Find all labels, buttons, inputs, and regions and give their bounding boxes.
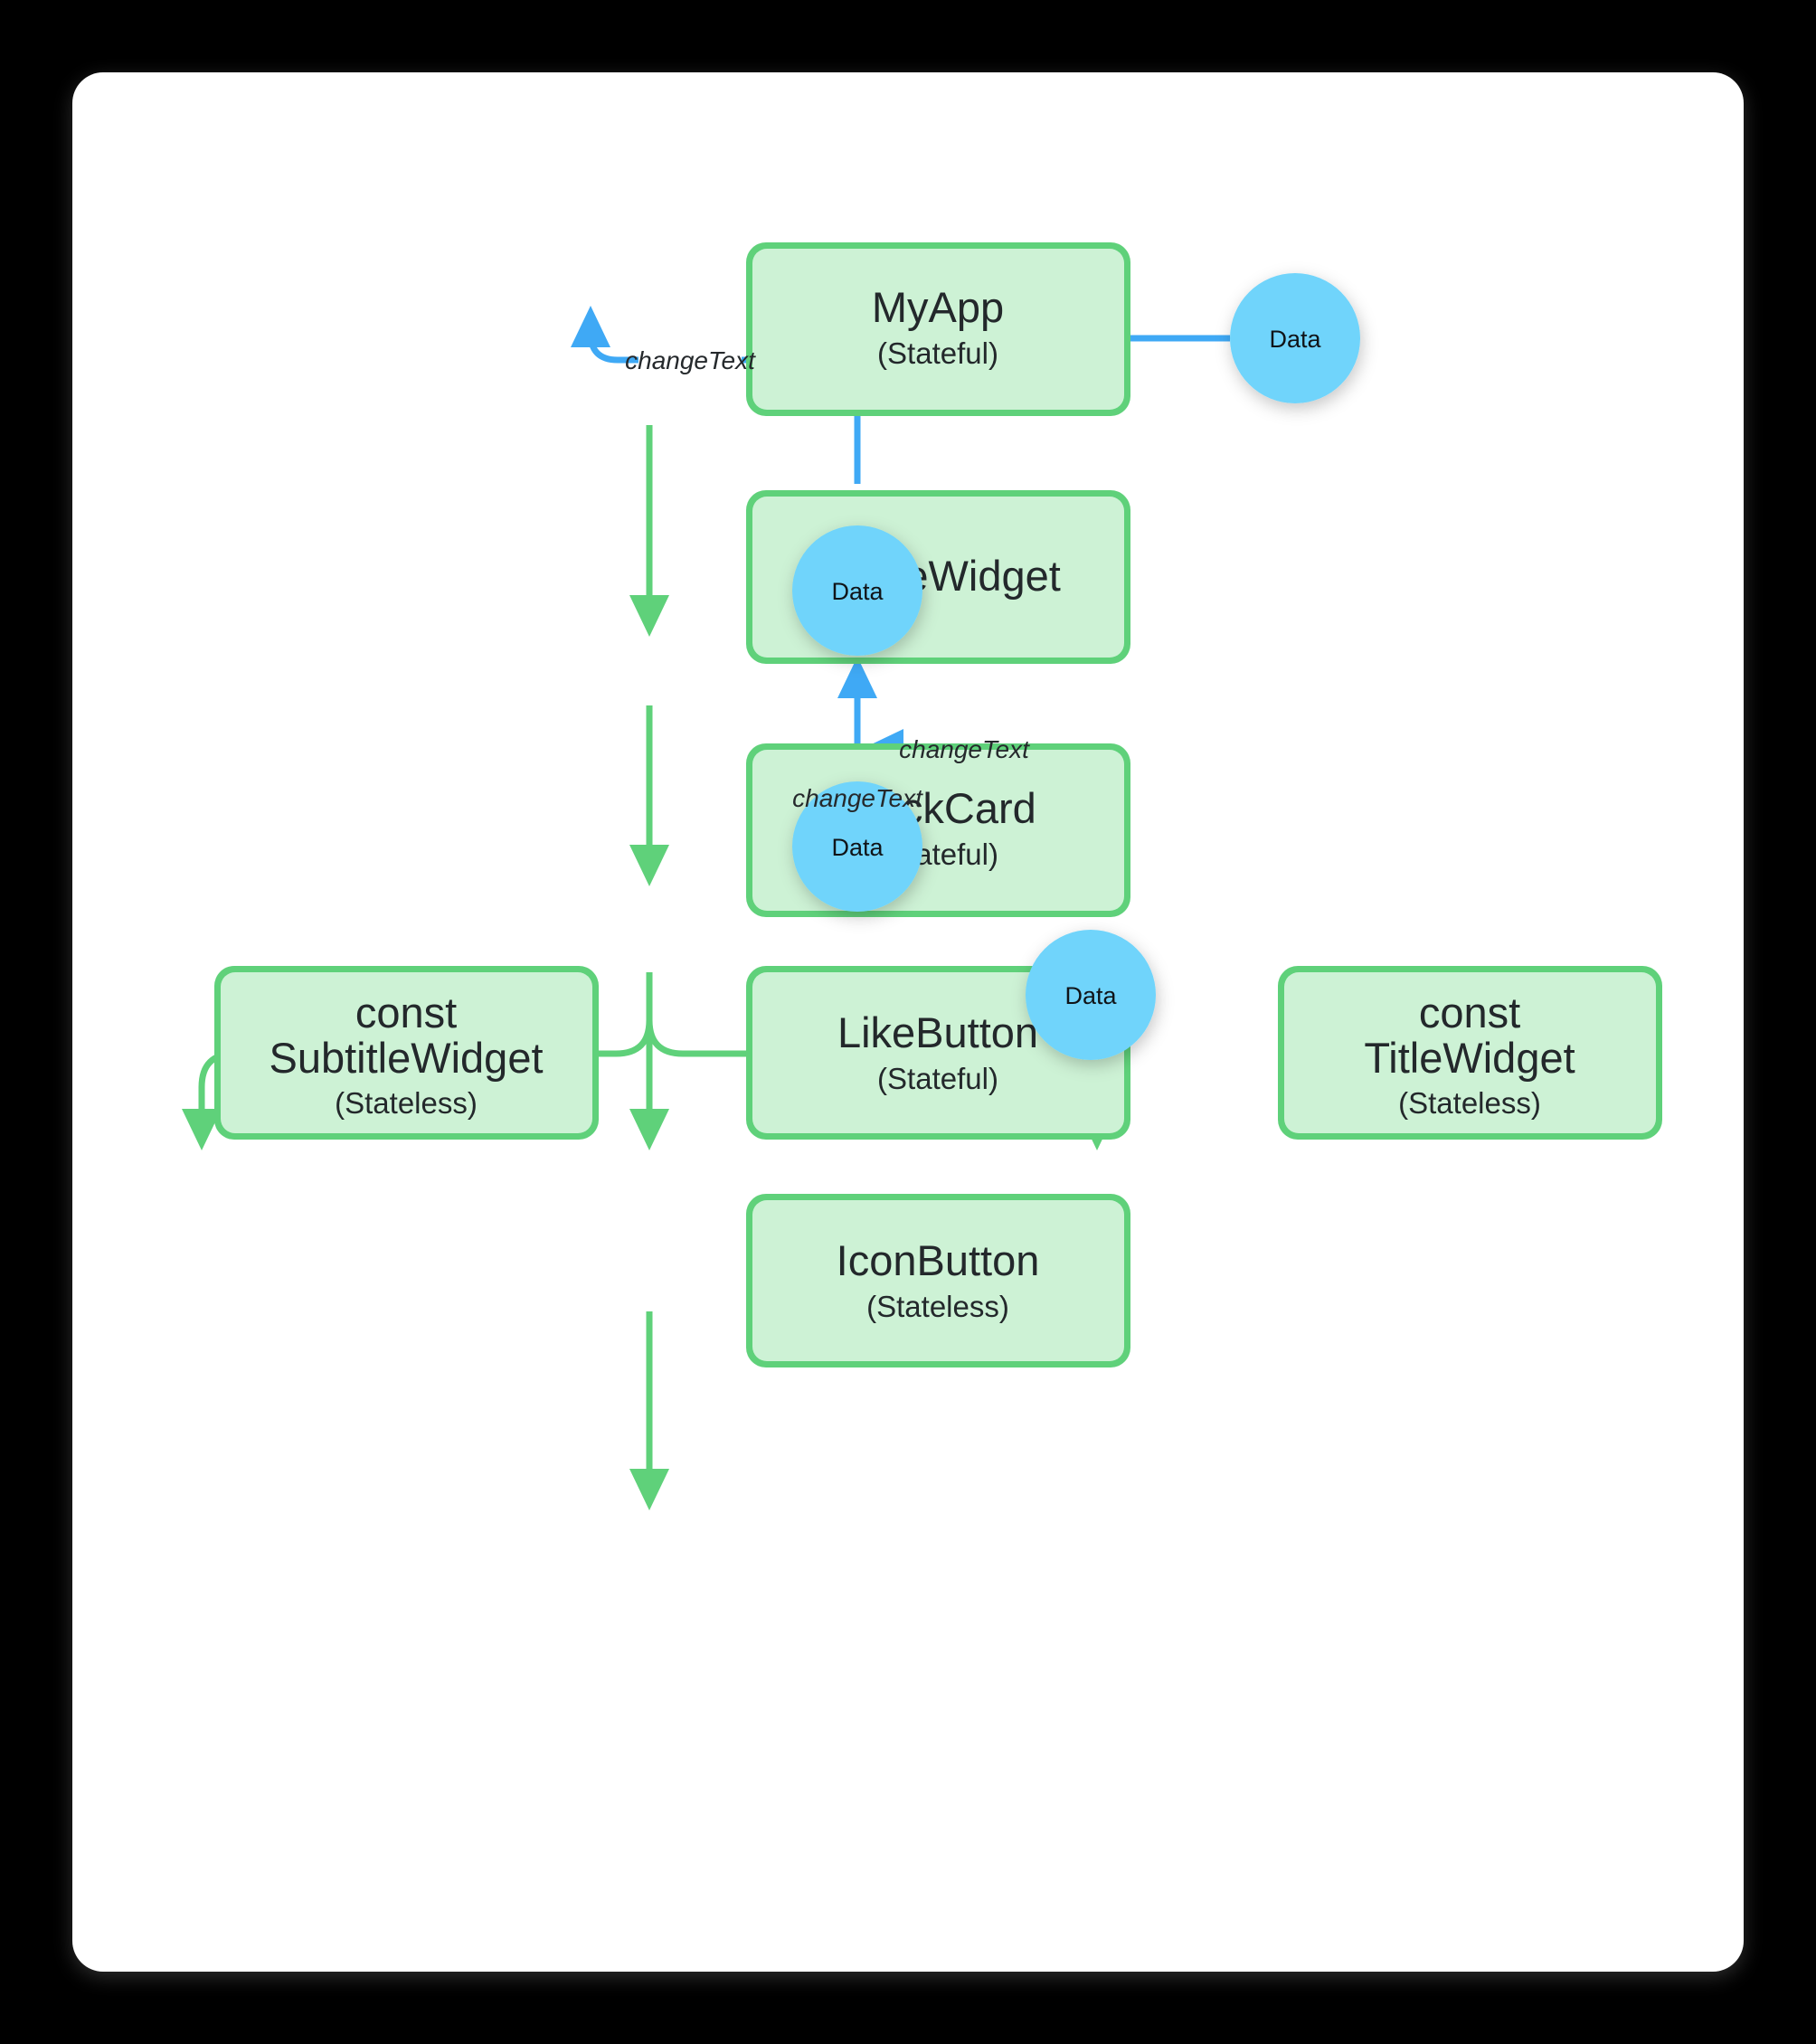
node-subtitlewidget-fill [221, 972, 592, 1133]
diagram-card: MyApp (Stateful) HomeWidget TrackCard (S… [72, 72, 1744, 1972]
node-myapp-fill [752, 249, 1124, 410]
node-subtitlewidget-subtitle: (Stateless) [335, 1086, 478, 1120]
data-node-2-label: Data [831, 578, 884, 605]
edge-likebutton-to-iconbutton [629, 1311, 669, 1510]
data-node-2[interactable] [792, 525, 922, 656]
data-circle [792, 781, 922, 912]
node-subtitlewidget-title-line2: SubtitleWidget [269, 1034, 543, 1082]
node-myapp-title: MyApp [872, 283, 1004, 331]
data-node-3-label: Data [831, 834, 884, 861]
node-likebutton-subtitle: (Stateful) [877, 1062, 998, 1095]
edge-label-changetext-2: changeText [792, 784, 923, 812]
node-myapp[interactable]: MyApp (Stateful) [746, 242, 1130, 416]
node-myapp-subtitle: (Stateful) [877, 336, 998, 370]
node-iconbutton-fill [752, 1200, 1124, 1361]
edge-homewidget-to-trackcard [629, 705, 669, 886]
node-titlewidget-subtitle: (Stateless) [1398, 1086, 1541, 1120]
node-iconbutton-subtitle: (Stateless) [866, 1290, 1009, 1323]
data-node-4[interactable] [1026, 930, 1156, 1060]
arrowhead-down [629, 1469, 669, 1510]
arrowhead-down [629, 1109, 669, 1150]
node-subtitlewidget[interactable]: const SubtitleWidget (Stateless) [214, 966, 599, 1140]
node-titlewidget-title-line1: const [1419, 989, 1520, 1036]
node-iconbutton-title: IconButton [837, 1236, 1040, 1284]
data-circle [792, 525, 922, 656]
edge-label-changetext-3: changeText [899, 735, 1030, 763]
data-node-1[interactable] [1230, 273, 1360, 403]
data-node-3[interactable] [792, 781, 922, 912]
data-circle [1026, 930, 1156, 1060]
arrowhead-down [182, 1109, 222, 1150]
node-titlewidget[interactable]: const TitleWidget (Stateless) [1278, 966, 1662, 1140]
node-titlewidget-fill [1284, 972, 1656, 1133]
widget-tree-diagram: MyApp (Stateful) HomeWidget TrackCard (S… [182, 242, 1662, 1510]
data-node-4-label: Data [1064, 982, 1117, 1009]
arrowhead-down [629, 595, 669, 637]
node-subtitlewidget-title-line1: const [355, 989, 457, 1036]
edge-myapp-to-homewidget [629, 425, 669, 637]
arrowhead-down [629, 845, 669, 886]
node-likebutton-title: LikeButton [837, 1008, 1038, 1056]
node-iconbutton[interactable]: IconButton (Stateless) [746, 1194, 1130, 1367]
arrowhead-up [837, 657, 877, 698]
data-node-1-label: Data [1269, 326, 1321, 353]
data-circle [1230, 273, 1360, 403]
node-titlewidget-title-line2: TitleWidget [1364, 1034, 1575, 1082]
edge-label-changetext-1: changeText [625, 346, 756, 374]
arrowhead-up [571, 306, 610, 347]
